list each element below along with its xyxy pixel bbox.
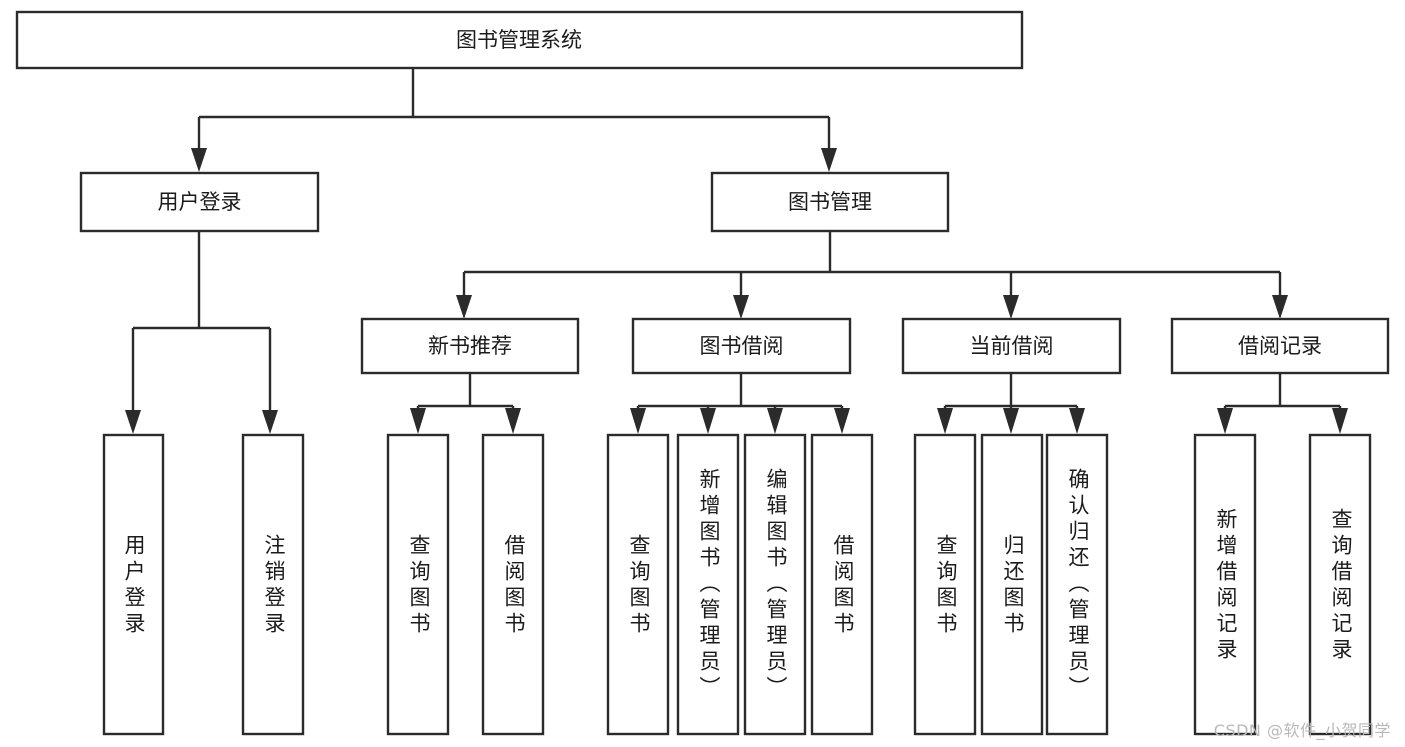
leaf-query-book-recommend-box[interactable] — [386, 433, 450, 736]
leaf-confirm-return-admin-box[interactable] — [1045, 433, 1109, 736]
arrow-head-leaf-user-login — [125, 410, 141, 434]
node-current-borrow-label: 当前借阅 — [970, 334, 1054, 358]
leaf-confirm-return-admin[interactable]: 确认归还（管理员） — [1045, 433, 1109, 736]
leaf-query-borrow-record-box[interactable] — [1308, 433, 1372, 736]
leaf-add-book-admin-label: 新增图书（管理员） — [697, 468, 721, 702]
leaf-user-login-label: 用户登录 — [122, 534, 146, 638]
leaf-query-book-current-box[interactable] — [913, 433, 977, 736]
connector-root-to-level2 — [191, 69, 837, 172]
leaf-borrow-book-borrow-box[interactable] — [810, 433, 874, 736]
arrow-head-leaf-query-book-b — [630, 408, 646, 434]
leaf-logout[interactable]: 注销登录 — [241, 433, 305, 736]
connector-userlogin-to-leaves — [125, 231, 278, 434]
arrow-head-borrow-records — [1272, 295, 1288, 319]
leaf-query-book-borrow[interactable]: 查询图书 — [606, 433, 670, 736]
leaf-query-book-borrow-label: 查询图书 — [627, 534, 651, 638]
leaf-add-book-admin[interactable]: 新增图书（管理员） — [676, 433, 740, 736]
arrow-head-leaf-add-record — [1217, 408, 1233, 434]
connector-bookborrow-to-leaves — [630, 373, 850, 434]
node-user-login[interactable]: 用户登录 — [79, 171, 320, 233]
leaf-query-book-borrow-box[interactable] — [606, 433, 670, 736]
node-book-management-label: 图书管理 — [788, 190, 872, 214]
arrow-head-leaf-borrow-book-b — [834, 408, 850, 434]
node-book-borrow-label: 图书借阅 — [700, 334, 784, 358]
arrow-head-leaf-edit-book — [767, 408, 783, 434]
leaf-add-borrow-record[interactable]: 新增借阅记录 — [1193, 433, 1257, 736]
arrow-head-leaf-query-record — [1332, 408, 1348, 434]
connector-borrowrecords-to-leaves — [1217, 373, 1348, 434]
leaf-edit-book-admin-box[interactable] — [743, 433, 807, 736]
node-book-borrow[interactable]: 图书借阅 — [631, 317, 852, 375]
node-current-borrow-box[interactable] — [901, 317, 1122, 375]
node-root-system[interactable]: 图书管理系统 — [15, 10, 1024, 70]
leaf-return-book[interactable]: 归还图书 — [980, 433, 1044, 736]
leaf-query-book-recommend[interactable]: 查询图书 — [386, 433, 450, 736]
leaf-add-borrow-record-box[interactable] — [1193, 433, 1257, 736]
node-borrow-records[interactable]: 借阅记录 — [1170, 317, 1390, 375]
leaf-add-book-admin-box[interactable] — [676, 433, 740, 736]
arrow-head-book-manage — [821, 148, 837, 172]
node-current-borrow[interactable]: 当前借阅 — [901, 317, 1122, 375]
node-borrow-records-label: 借阅记录 — [1238, 334, 1322, 358]
csdn-watermark: CSDN @软件_小贺同学 — [1213, 721, 1391, 740]
leaf-query-book-recommend-label: 查询图书 — [407, 534, 431, 638]
arrow-head-leaf-query-book-a — [410, 408, 426, 434]
arrow-head-book-borrow — [733, 295, 749, 319]
leaf-borrow-book-recommend-label: 借阅图书 — [502, 534, 526, 638]
node-new-book-recommend[interactable]: 新书推荐 — [360, 317, 580, 375]
node-new-book-recommend-label: 新书推荐 — [428, 334, 512, 358]
node-root-label: 图书管理系统 — [456, 28, 582, 52]
arrow-head-current-borrow — [1003, 295, 1019, 319]
node-book-borrow-box[interactable] — [631, 317, 852, 375]
leaf-confirm-return-admin-label: 确认归还（管理员） — [1066, 468, 1090, 702]
node-new-book-recommend-box[interactable] — [360, 317, 580, 375]
arrow-head-leaf-confirm-return — [1069, 408, 1085, 434]
leaf-user-login-box[interactable] — [102, 433, 165, 736]
leaf-edit-book-admin-label: 编辑图书（管理员） — [764, 468, 788, 702]
node-user-login-box[interactable] — [79, 171, 320, 233]
leaf-logout-box[interactable] — [241, 433, 305, 736]
arrow-head-leaf-logout — [262, 410, 278, 434]
leaf-query-book-current[interactable]: 查询图书 — [913, 433, 977, 736]
leaf-return-book-box[interactable] — [980, 433, 1044, 736]
leaf-user-login[interactable]: 用户登录 — [102, 433, 165, 736]
leaf-edit-book-admin[interactable]: 编辑图书（管理员） — [743, 433, 807, 736]
arrow-head-user-login — [191, 148, 207, 172]
leaf-query-borrow-record-label: 查询借阅记录 — [1329, 508, 1353, 664]
node-root-box[interactable] — [15, 10, 1024, 70]
connector-currentborrow-to-leaves — [937, 373, 1085, 434]
leaf-logout-label: 注销登录 — [262, 534, 286, 638]
arrow-head-leaf-borrow-book-a — [505, 408, 521, 434]
leaf-query-borrow-record[interactable]: 查询借阅记录 — [1308, 433, 1372, 736]
node-user-login-label: 用户登录 — [158, 190, 242, 214]
arrow-head-leaf-query-book-c — [937, 408, 953, 434]
connector-newbook-to-leaves — [410, 373, 521, 434]
arrow-head-leaf-add-book — [700, 408, 716, 434]
leaf-add-borrow-record-label: 新增借阅记录 — [1214, 508, 1238, 664]
leaf-borrow-book-borrow[interactable]: 借阅图书 — [810, 433, 874, 736]
node-borrow-records-box[interactable] — [1170, 317, 1390, 375]
leaf-borrow-book-borrow-label: 借阅图书 — [831, 534, 855, 638]
leaf-query-book-current-label: 查询图书 — [934, 534, 958, 638]
leaf-borrow-book-recommend[interactable]: 借阅图书 — [481, 433, 545, 736]
leaf-return-book-label: 归还图书 — [1001, 534, 1025, 638]
arrow-head-leaf-return-book — [1003, 408, 1019, 434]
node-book-management[interactable]: 图书管理 — [710, 171, 950, 233]
connector-bookmgmt-to-level3 — [456, 231, 1288, 319]
leaf-borrow-book-recommend-box[interactable] — [481, 433, 545, 736]
arrow-head-new-book — [456, 295, 472, 319]
